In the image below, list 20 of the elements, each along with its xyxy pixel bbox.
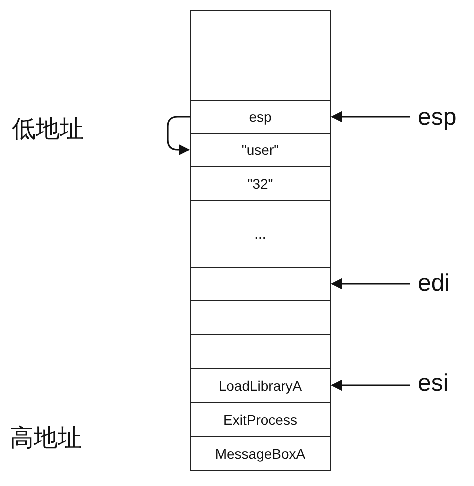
empty-stack-cell (190, 334, 331, 369)
stack-cell: esp (190, 100, 331, 134)
empty-stack-cell (190, 300, 331, 335)
stack-cell: "32" (190, 166, 331, 201)
register-label: esi (418, 372, 449, 396)
address-label: 高地址 (10, 426, 82, 450)
register-label: esp (418, 106, 457, 130)
arrow (330, 380, 410, 392)
arrow (167, 116, 190, 156)
stack-cell: ... (190, 200, 331, 268)
register-label: edi (418, 272, 450, 296)
stack-cell: LoadLibraryA (190, 368, 331, 403)
address-label: 低地址 (12, 117, 84, 141)
stack-cell: ExitProcess (190, 402, 331, 437)
arrow (330, 111, 410, 123)
arrow (330, 278, 410, 290)
empty-stack-cell (190, 10, 331, 101)
stack-cell: "user" (190, 133, 331, 167)
stack-cell: MessageBoxA (190, 436, 331, 471)
empty-stack-cell (190, 267, 331, 301)
